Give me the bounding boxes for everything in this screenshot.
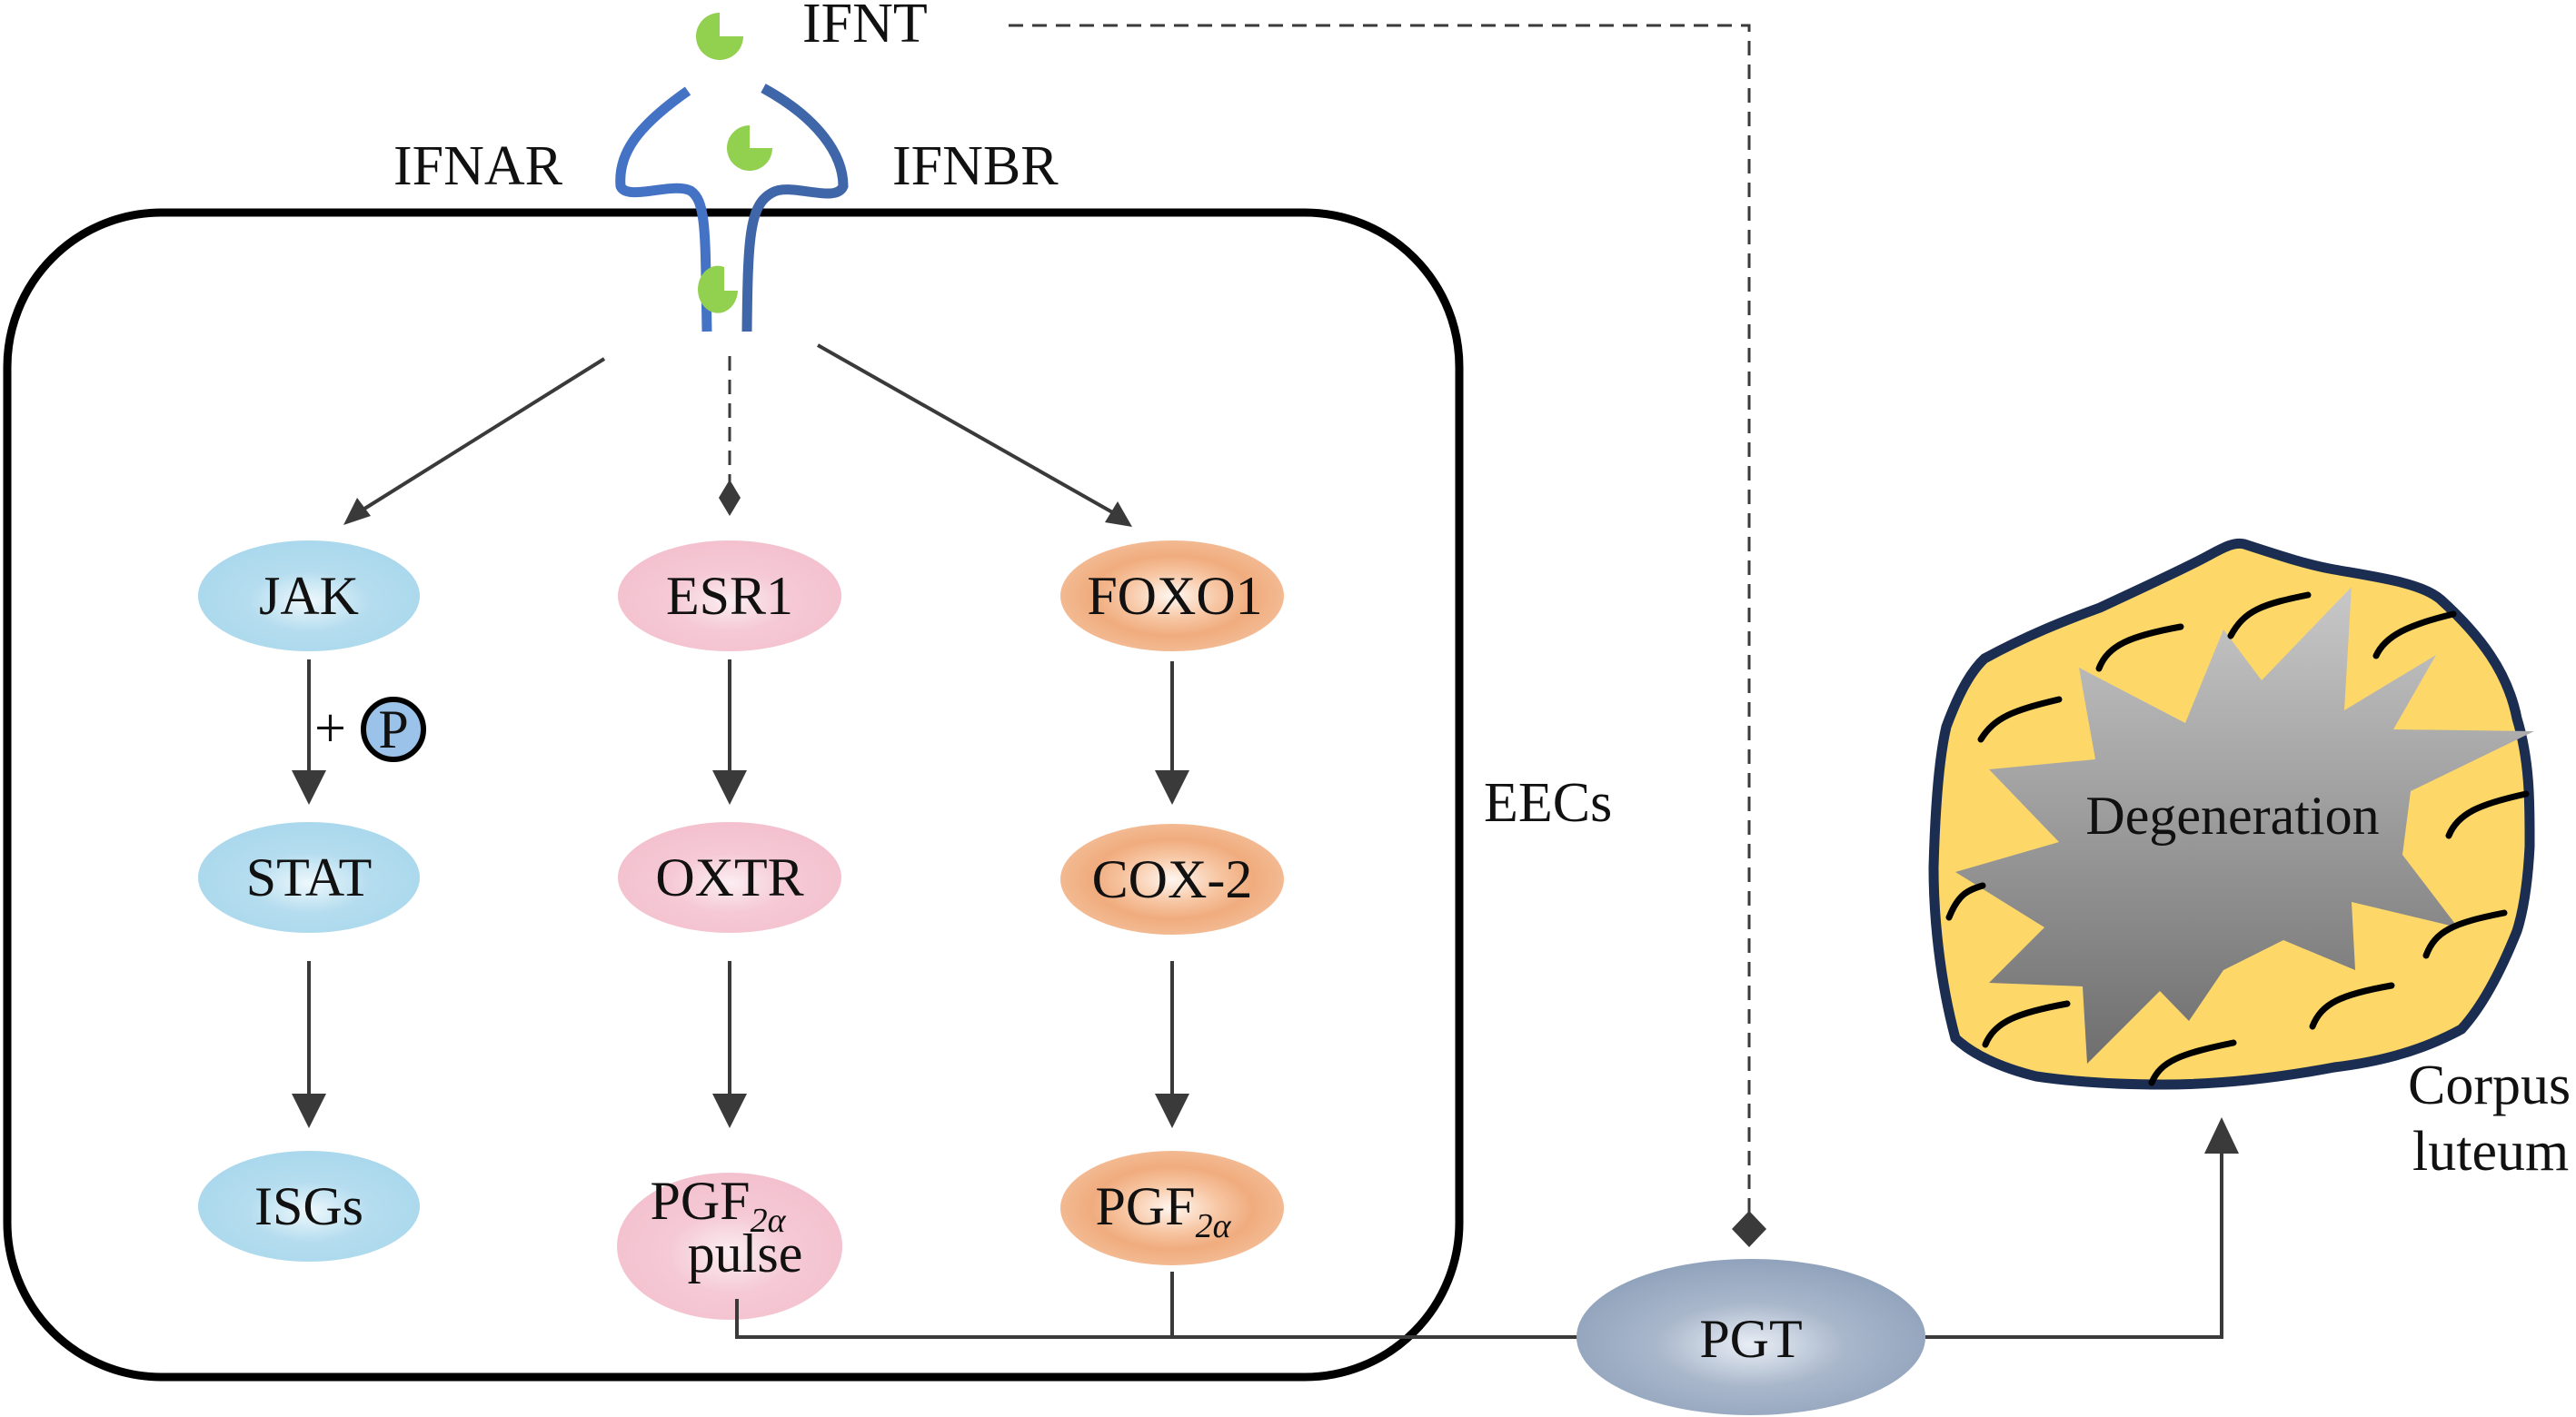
receptor-ifnbr-subunit <box>741 84 849 332</box>
luteal-mark <box>2372 610 2457 659</box>
node-pgt-label: PGT <box>1699 1309 1802 1369</box>
node-pgf <box>1060 1151 1284 1265</box>
node-isgs <box>198 1151 420 1262</box>
node-pgf-pulse <box>617 1173 842 1320</box>
arrowhead-stat <box>292 770 326 805</box>
plus-sign: + <box>314 698 346 759</box>
node-jak-label: JAK <box>259 566 359 626</box>
ifnt-label: IFNT <box>802 0 928 54</box>
degeneration-label: Degeneration <box>2085 786 2379 846</box>
node-cox2-label: COX-2 <box>1092 849 1253 909</box>
pgf-pulse-main: PGF <box>650 1171 750 1231</box>
luteal-cell-marks <box>1945 591 2530 1086</box>
receptor-ifnar-subunit <box>615 86 712 332</box>
diamond-head-esr1 <box>719 480 741 516</box>
arrowhead-pgf <box>1155 1094 1189 1128</box>
node-jak <box>198 540 420 651</box>
diamond-head-pgt <box>1732 1211 1766 1247</box>
node-pgf-label: PGF2α <box>1095 1176 1231 1245</box>
node-stat <box>198 822 420 933</box>
arrowhead-foxo1 <box>1105 501 1132 527</box>
ifnt-ligand-icon <box>696 13 743 60</box>
arrowhead-corpus-luteum <box>2204 1117 2239 1154</box>
node-oxtr <box>618 822 841 933</box>
pgf-subscript: 2α <box>1196 1207 1232 1245</box>
arrowhead-cox2 <box>1155 770 1189 805</box>
internalized-ligand-icon <box>698 265 738 313</box>
luteal-mark <box>2095 623 2184 672</box>
node-foxo1 <box>1060 540 1284 651</box>
arrowhead-oxtr <box>712 770 747 805</box>
connector-pgf-pulse-to-pgt <box>735 1299 1578 1339</box>
pgf-pulse-subscript: 2α <box>751 1202 787 1240</box>
phosphate-label: P <box>378 699 408 759</box>
node-stat-label: STAT <box>246 847 373 907</box>
node-esr1-label: ESR1 <box>666 566 793 626</box>
degeneration-starburst <box>1955 587 2534 1064</box>
luteal-mark <box>1945 882 1986 921</box>
arrowhead-isgs <box>292 1094 326 1128</box>
arrow-receptor-to-foxo1 <box>817 343 1115 515</box>
node-esr1 <box>618 540 841 651</box>
pgf-main: PGF <box>1095 1176 1195 1236</box>
ifn-receptor <box>615 84 849 332</box>
eecs-label: EECs <box>1484 772 1612 834</box>
arrowhead-jak <box>343 498 371 525</box>
luteal-mark <box>2445 790 2530 839</box>
corpus-luteum: Degeneration <box>1928 538 2535 1090</box>
node-foxo1-label: FOXO1 <box>1087 566 1262 626</box>
node-cox2 <box>1060 824 1284 935</box>
luteal-mark <box>2309 982 2395 1030</box>
luteal-mark <box>1977 696 2063 743</box>
luteal-mark <box>2422 909 2508 959</box>
corpus-luteum-label-line2: luteum <box>2412 1121 2569 1183</box>
luteal-mark <box>2148 1039 2237 1086</box>
ifnar-label: IFNAR <box>393 135 563 197</box>
ifnbr-label: IFNBR <box>892 135 1059 197</box>
luteal-mark <box>2227 591 2312 639</box>
node-oxtr-label: OXTR <box>655 847 803 907</box>
node-pgf-pulse-extra: pulse <box>688 1224 803 1283</box>
phosphate-icon <box>361 697 426 762</box>
arrowhead-pgf-pulse <box>712 1094 747 1128</box>
corpus-luteum-label-line1: Corpus <box>2408 1055 2571 1116</box>
cell-boundary <box>3 208 1464 1382</box>
bound-ligand-icon <box>727 125 772 171</box>
dashed-ifnt-to-pgt <box>1009 24 1751 1213</box>
node-isgs-label: ISGs <box>254 1176 363 1236</box>
node-pgt <box>1576 1259 1925 1415</box>
arrow-pgt-to-corpus-luteum <box>1925 1149 2223 1339</box>
node-pgf-pulse-label: PGF2α <box>650 1171 786 1240</box>
arrow-receptor-to-jak <box>360 357 606 512</box>
luteal-mark <box>1982 1000 2071 1048</box>
